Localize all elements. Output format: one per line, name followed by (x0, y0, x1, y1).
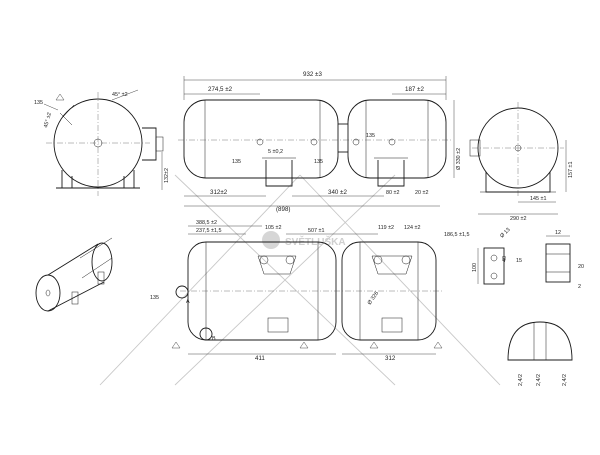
side-overall-length: 932 ±3 (303, 71, 322, 78)
plan-d1: 388,5 ±2 (196, 220, 217, 226)
plan-d3: 105 ±2 (265, 225, 281, 231)
side-diameter: Ø 330 ±2 (456, 148, 462, 170)
plan-label-a: A (186, 299, 190, 305)
plan-weld: 135 (150, 295, 159, 301)
detail-b-width: 20 (578, 264, 584, 270)
side-spacing: 5 ±0,2 (268, 149, 283, 155)
side-weld-b: 135 (314, 159, 323, 165)
detail-c-a: 2,4/2 (518, 374, 524, 386)
side-left-offset: 274,5 ±2 (208, 86, 233, 93)
detail-b-height: 12 (555, 230, 561, 236)
side-weld-a: 135 (232, 159, 241, 165)
end-height: 157 ±1 (568, 162, 574, 178)
watermark-logo: SVĚTLUŠKA (262, 231, 346, 249)
side-weld-c: 135 (366, 133, 375, 139)
watermark-lines (99, 174, 501, 386)
detail-b-thickness: 2 (578, 284, 581, 290)
watermark-text: SVĚTLUŠKA (285, 235, 346, 248)
detail-a-x: 15 (516, 258, 522, 264)
detail-a: 100 40 Ø 13 15 (472, 227, 522, 285)
plan-d7: 186,5 ±1,5 (444, 232, 469, 238)
plan-d2: 237,5 ±1,5 (196, 228, 221, 234)
plan-len-b: 312 (385, 355, 396, 362)
front-angle-top: 45° ±2 (112, 92, 128, 98)
detail-c-b: 2,4/2 (536, 374, 542, 386)
isometric-view (35, 237, 113, 312)
plan-d6: 124 ±2 (404, 225, 420, 231)
detail-a-height: 100 (472, 263, 478, 272)
front-weld: 135 (34, 100, 43, 106)
end-width-outer: 290 ±2 (510, 216, 526, 222)
side-bottom-mid: 340 ±2 (328, 189, 347, 196)
detail-b: 12 20 2 (545, 230, 584, 290)
side-bottom-r2: 20 ±2 (415, 190, 428, 196)
plan-diameter: Ø 326 (367, 291, 380, 306)
side-view: 932 ±3 274,5 ±2 187 ±2 5 ±0,2 Ø 330 ±2 3… (178, 71, 462, 213)
detail-c-c: 2,4/2 (562, 374, 568, 386)
detail-a-width: 40 (502, 256, 508, 262)
plan-len-a: 411 (255, 355, 265, 362)
side-bottom-r1: 80 ±2 (386, 190, 399, 196)
plan-d4: 507 ±1 (308, 228, 324, 234)
end-width-inner: 145 ±1 (530, 196, 546, 202)
side-right-offset: 187 ±2 (405, 86, 424, 93)
detail-c: 2,4/2 2,4/2 2,4/2 (507, 321, 573, 386)
front-height: 132±2 (164, 168, 170, 183)
front-view: 45° ±2 45° ±2 132±2 135 (34, 89, 170, 196)
side-ref-length: (898) (276, 206, 290, 213)
side-bottom-left: 312±2 (210, 189, 228, 196)
plan-label-b: B (212, 336, 216, 342)
front-angle-left: 45° ±2 (43, 112, 53, 129)
plan-d5: 119 ±2 (378, 225, 394, 231)
end-view: 157 ±1 145 ±1 290 ±2 (469, 102, 574, 222)
detail-a-dia: Ø 13 (499, 227, 512, 240)
